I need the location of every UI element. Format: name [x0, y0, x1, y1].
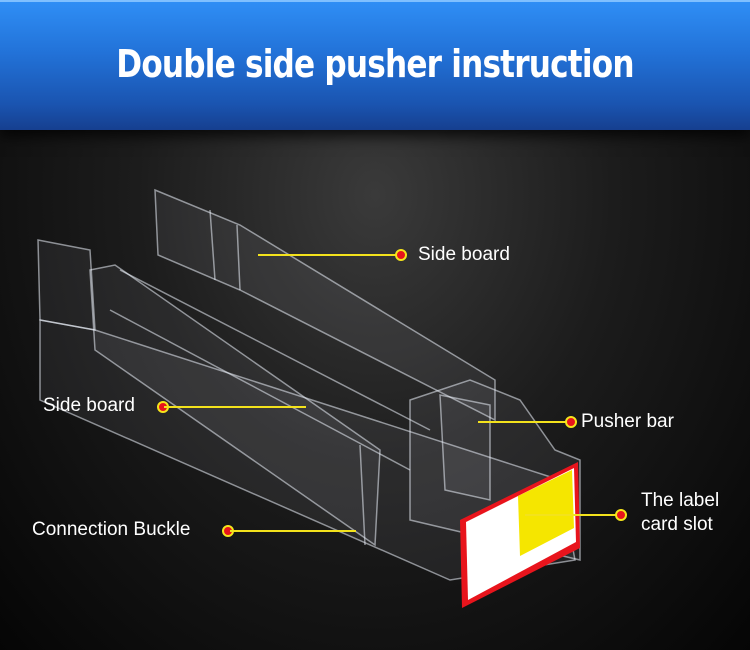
callout-label-card-slot: The label card slot [641, 489, 719, 537]
callout-label-line2: card slot [641, 514, 713, 535]
callout-dot [395, 249, 407, 261]
callout-side-board-left: Side board [43, 395, 135, 416]
callout-dot [565, 416, 577, 428]
callout-connection-buckle: Connection Buckle [32, 519, 191, 540]
page-title: Double side pusher instruction [116, 42, 634, 86]
leader-line [525, 514, 620, 516]
callout-pusher-bar: Pusher bar [581, 411, 674, 432]
leader-line [478, 421, 570, 423]
leader-line [258, 254, 400, 256]
callout-side-board-top: Side board [418, 244, 510, 265]
leader-line [230, 530, 356, 532]
leader-line [164, 406, 306, 408]
label-card [460, 462, 580, 608]
title-banner: Double side pusher instruction [0, 0, 750, 130]
callout-label-line1: The label [641, 490, 720, 511]
callout-dot [615, 509, 627, 521]
